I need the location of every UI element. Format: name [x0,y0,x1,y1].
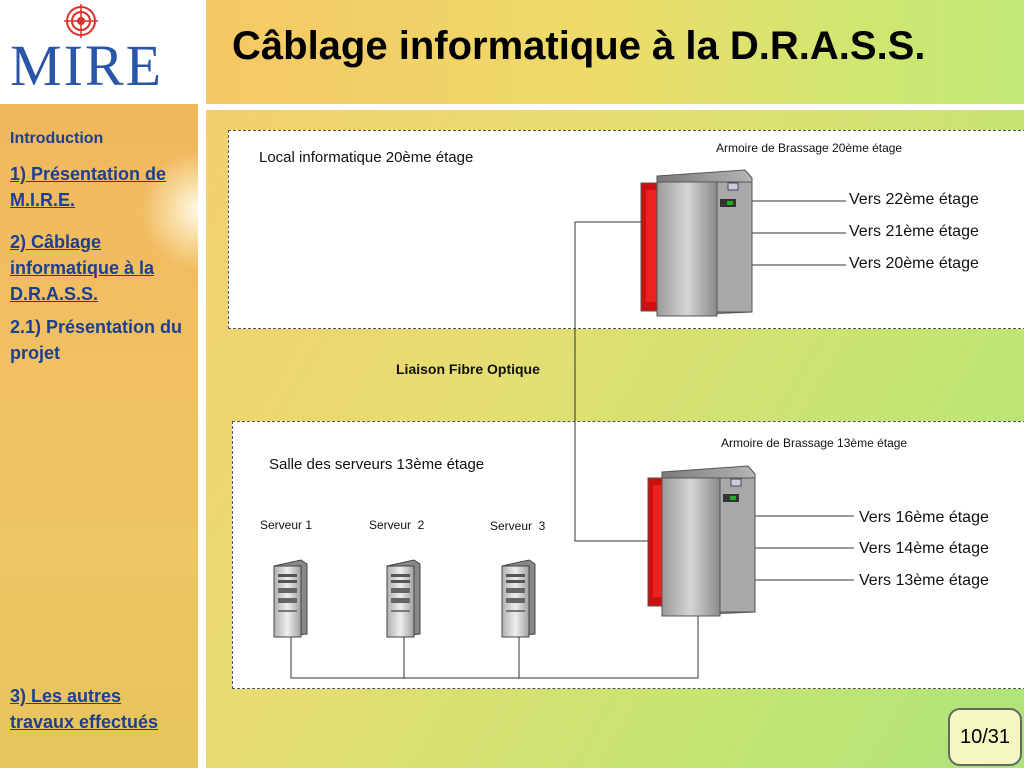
bottom-output-label-1: Vers 16ème étage [859,509,989,526]
server-1-label: Serveur 1 [260,518,313,532]
top-room-box [228,130,1024,329]
page-number-badge: 10/31 [948,708,1022,766]
nav-autres-travaux[interactable]: 3) Les autres travaux effectués [10,686,159,732]
nav-presentation-projet[interactable]: 2.1) Présentation du projet [10,317,183,363]
server-2-icon [386,559,421,638]
top-cabinet-icon [640,169,753,317]
bottom-cabinet-label: Armoire de Brassage 13ème étage [721,436,908,450]
logo-text: MIRE [10,33,163,98]
bottom-cabinet-icon [647,465,756,617]
nav-cablage-drass[interactable]: 2) Câblage informatique à la D.R.A.S.S. [10,232,155,304]
bottom-output-label-3: Vers 13ème étage [859,572,989,589]
server-bus-line [290,614,699,679]
fiber-link-line [574,221,648,542]
bottom-output-label-2: Vers 14ème étage [859,540,989,557]
server-3-icon [501,559,536,638]
top-cabinet-label: Armoire de Brassage 20ème étage [716,141,903,155]
nav-introduction[interactable]: Introduction [10,130,104,147]
target-icon [64,4,98,38]
bottom-room-title: Salle des serveurs 13ème étage [269,456,485,473]
header-divider [206,104,1024,110]
logo: MIRE [0,0,198,104]
top-output-label-3: Vers 20ème étage [849,255,979,272]
top-output-label-2: Vers 21ème étage [849,223,979,240]
nav-presentation-mire[interactable]: 1) Présentation de M.I.R.E. [10,164,167,210]
server-1-icon [273,559,308,638]
fiber-link-label: Liaison Fibre Optique [396,361,540,377]
server-3-label: Serveur 3 [490,519,546,533]
server-2-label: Serveur 2 [369,518,425,532]
bottom-room-box [232,421,1024,689]
sidebar-divider [198,0,206,768]
page-title: Câblage informatique à la D.R.A.S.S. [232,24,926,68]
top-output-label-1: Vers 22ème étage [849,191,979,208]
header: Câblage informatique à la D.R.A.S.S. [206,0,1024,104]
top-room-title: Local informatique 20ème étage [259,149,474,166]
